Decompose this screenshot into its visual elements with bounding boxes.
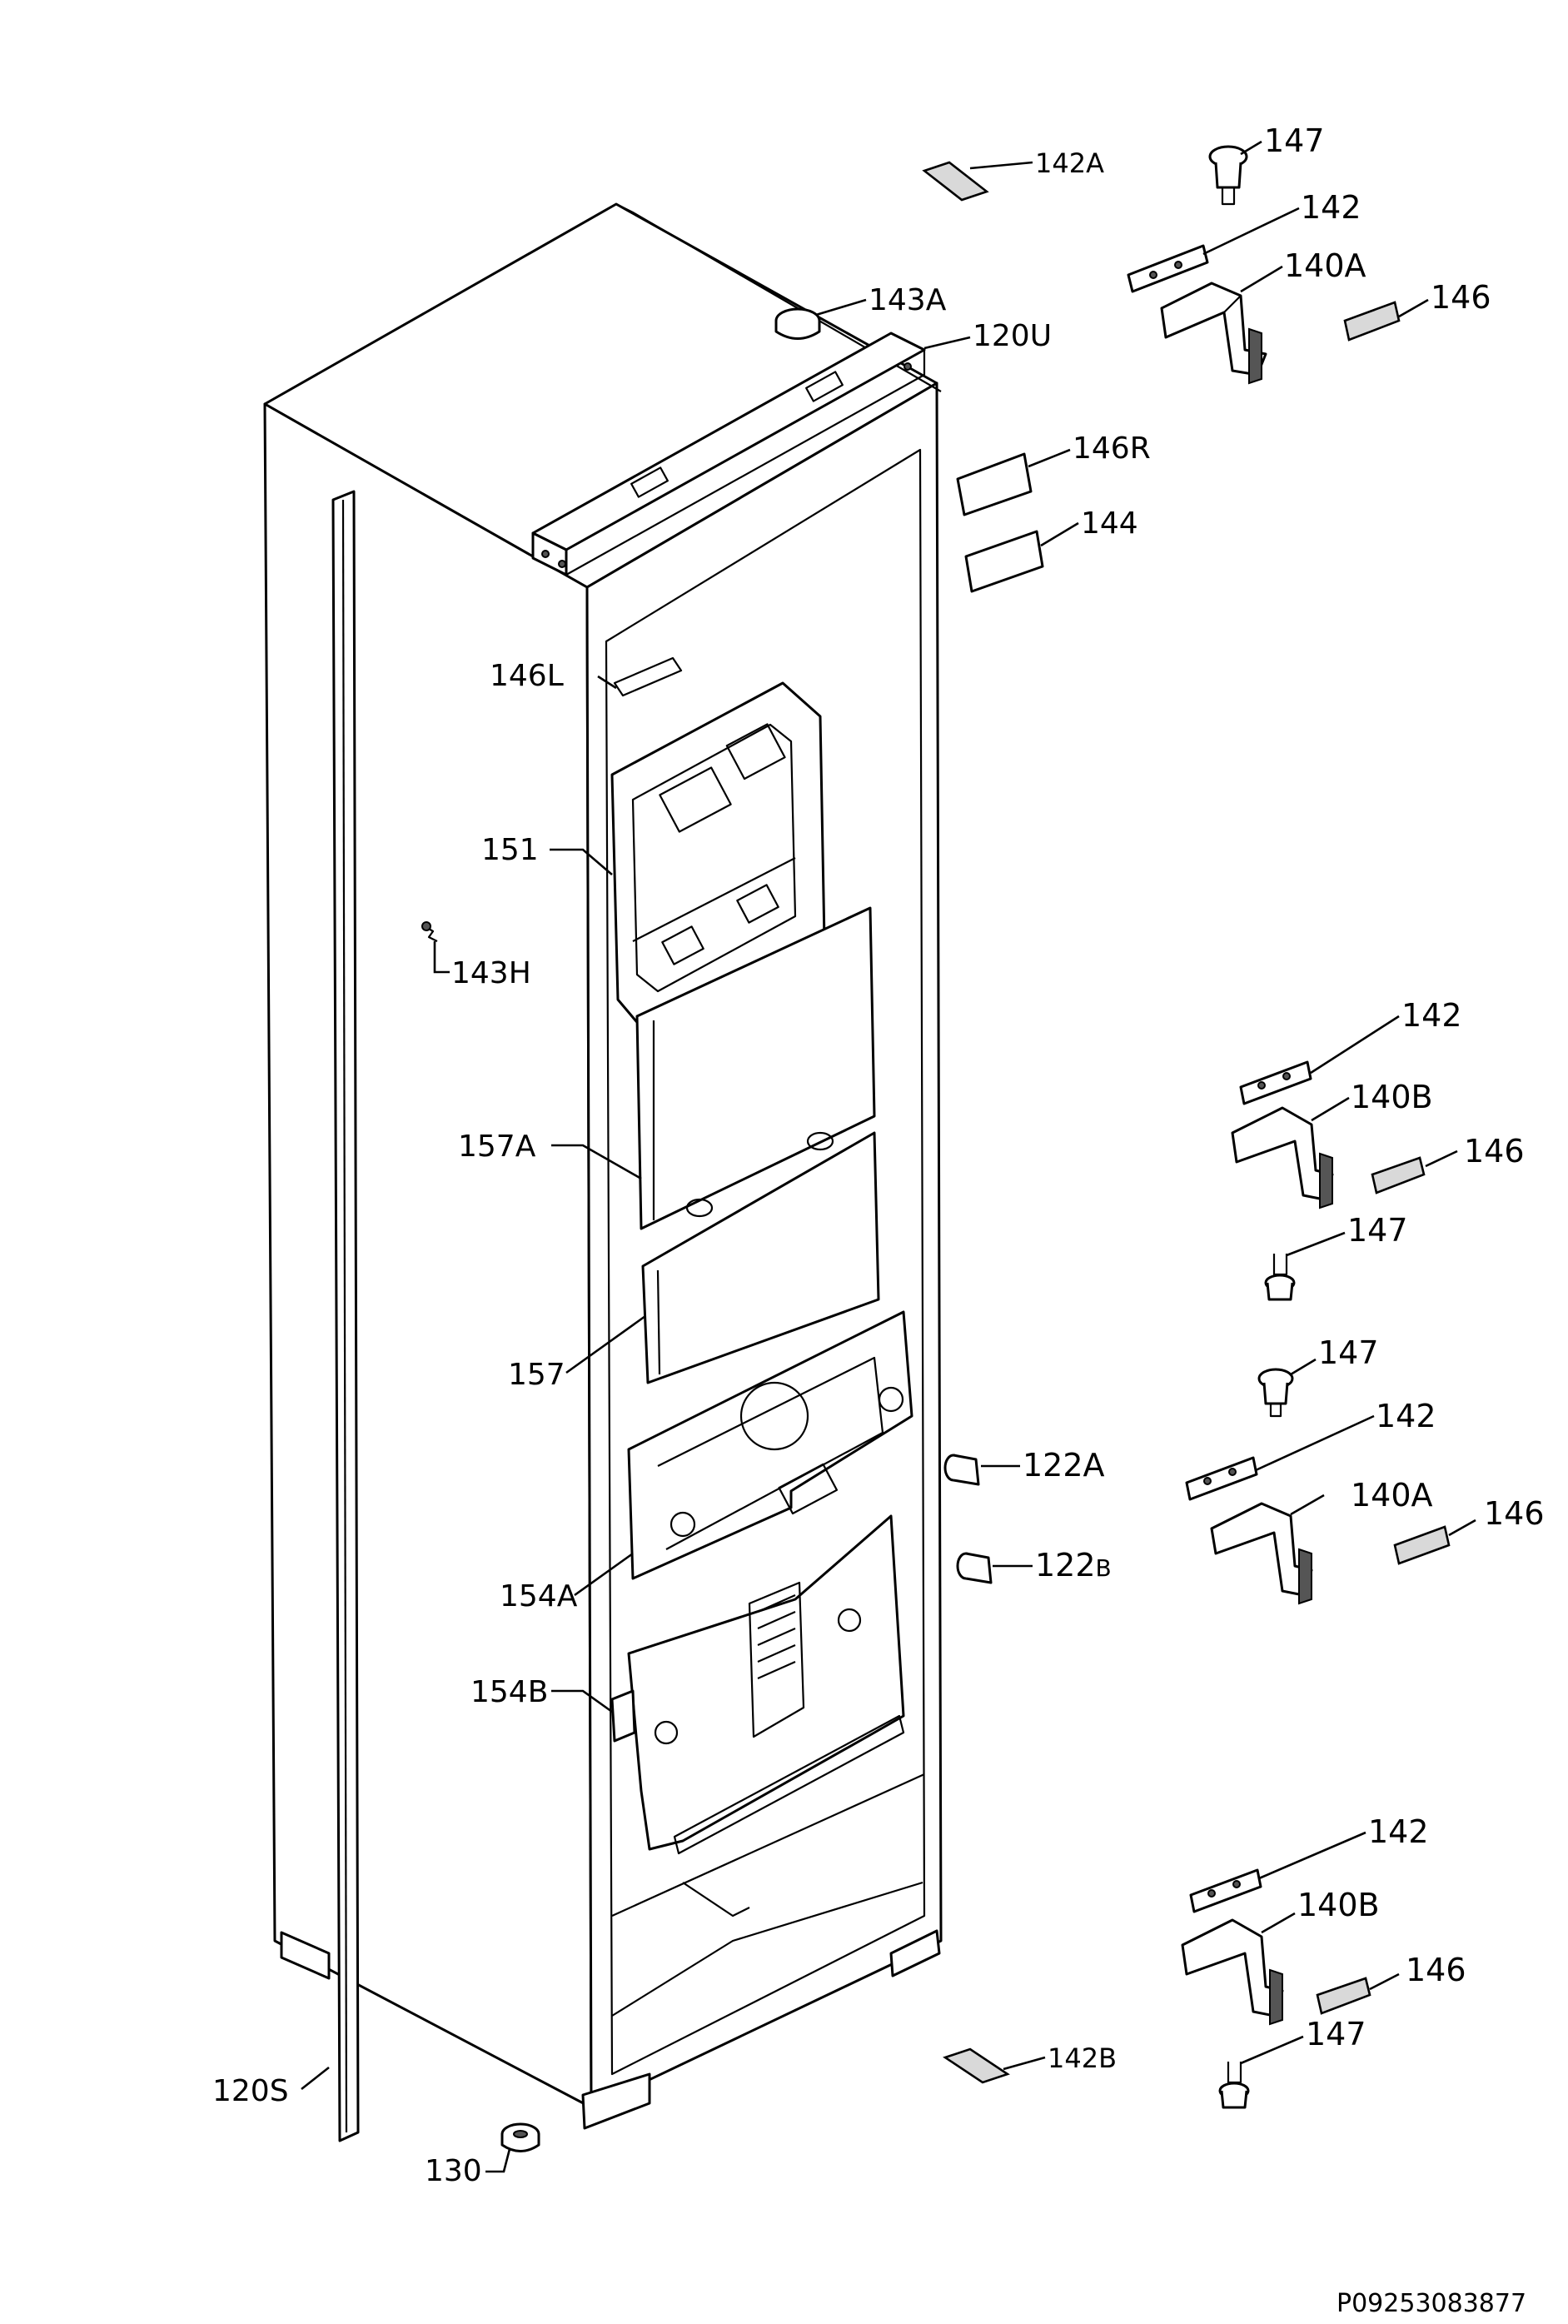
plate-142-b2 xyxy=(1239,1060,1312,1105)
pin-122B xyxy=(956,1552,993,1584)
callout-labels: 142A 147 142 140A 146 143A 120U 146R 144… xyxy=(212,122,1545,2318)
label-142-b4: 142 xyxy=(1368,1813,1429,1850)
label-122A: 122A xyxy=(1023,1447,1105,1484)
dispenser-panel-151 xyxy=(610,681,826,1039)
label-143A: 143A xyxy=(869,283,947,317)
pin-122A xyxy=(943,1454,980,1486)
hinge-140A-top xyxy=(1160,282,1267,385)
label-157A: 157A xyxy=(458,1130,536,1164)
plate-142A-top xyxy=(922,161,989,202)
screw-147-top xyxy=(1208,145,1248,206)
label-130: 130 xyxy=(425,2154,482,2188)
pad-146-b2 xyxy=(1371,1156,1426,1194)
hinge-set-2 xyxy=(1231,1060,1426,1301)
label-142B: 142B xyxy=(1048,2042,1117,2074)
plate-142-b4 xyxy=(1189,1868,1262,1913)
label-142-top: 142 xyxy=(1301,189,1361,226)
hinge-set-top xyxy=(922,145,1401,385)
label-147-top: 147 xyxy=(1264,122,1325,159)
pad-146-top xyxy=(1343,301,1401,342)
label-146R: 146R xyxy=(1073,431,1151,466)
top-rail xyxy=(531,332,926,576)
label-140B-b4: 140B xyxy=(1297,1887,1380,1923)
screw-147-b2 xyxy=(1264,1254,1296,1301)
label-146-b2: 146 xyxy=(1464,1133,1525,1169)
label-147-b4: 147 xyxy=(1306,2016,1366,2052)
flap-157A xyxy=(635,906,876,1230)
label-144: 144 xyxy=(1081,506,1138,541)
label-140A-b3: 140A xyxy=(1351,1477,1433,1514)
label-157: 157 xyxy=(508,1358,565,1392)
hinge-140B-b4 xyxy=(1181,1918,1284,2026)
label-120S: 120S xyxy=(212,2074,289,2108)
foot-130 xyxy=(500,2122,540,2152)
screw-147-b3 xyxy=(1257,1368,1294,1418)
pad-144 xyxy=(964,530,1044,593)
label-146-b4: 146 xyxy=(1406,1952,1466,1988)
pad-146-b4 xyxy=(1316,1977,1371,2015)
label-122B: 122B xyxy=(1035,1547,1112,1583)
label-plate-left xyxy=(613,656,683,697)
label-142-b2: 142 xyxy=(1401,997,1462,1034)
drawing-id: P09253083877 xyxy=(1337,2289,1526,2318)
hinge-set-3 xyxy=(1185,1368,1451,1605)
screw-147-b4 xyxy=(1218,2062,1250,2109)
side-seal-strip xyxy=(331,490,360,2142)
plate-142-b3 xyxy=(1185,1456,1258,1501)
top-cap xyxy=(774,307,821,340)
label-146-top: 146 xyxy=(1431,279,1491,316)
hinge-set-bottom xyxy=(943,1868,1371,2109)
label-147-b3: 147 xyxy=(1318,1334,1379,1371)
label-120U: 120U xyxy=(973,319,1052,353)
housing-154A xyxy=(627,1310,913,1580)
label-140B-b2: 140B xyxy=(1351,1079,1433,1115)
label-154A: 154A xyxy=(500,1579,578,1613)
label-146-b3: 146 xyxy=(1484,1495,1545,1532)
label-151: 151 xyxy=(481,833,539,867)
label-147-b2: 147 xyxy=(1347,1212,1408,1249)
plate-142B xyxy=(943,2047,1010,2084)
housing-154B xyxy=(610,1514,905,1918)
hinge-140B-b2 xyxy=(1231,1106,1334,1209)
label-143H: 143H xyxy=(451,956,531,990)
label-154B: 154B xyxy=(470,1675,548,1709)
label-146L: 146L xyxy=(490,659,564,693)
screw-143H xyxy=(421,921,438,942)
pad-146R xyxy=(956,452,1033,516)
label-142A-top: 142A xyxy=(1035,147,1104,179)
pad-146-b3 xyxy=(1393,1525,1451,1565)
hinge-140A-b3 xyxy=(1210,1502,1313,1605)
label-140A-top: 140A xyxy=(1284,247,1366,284)
flap-157 xyxy=(641,1131,880,1384)
leader-lines xyxy=(301,140,1476,2173)
label-142-b3: 142 xyxy=(1376,1398,1436,1434)
plate-142-top xyxy=(1127,244,1209,293)
